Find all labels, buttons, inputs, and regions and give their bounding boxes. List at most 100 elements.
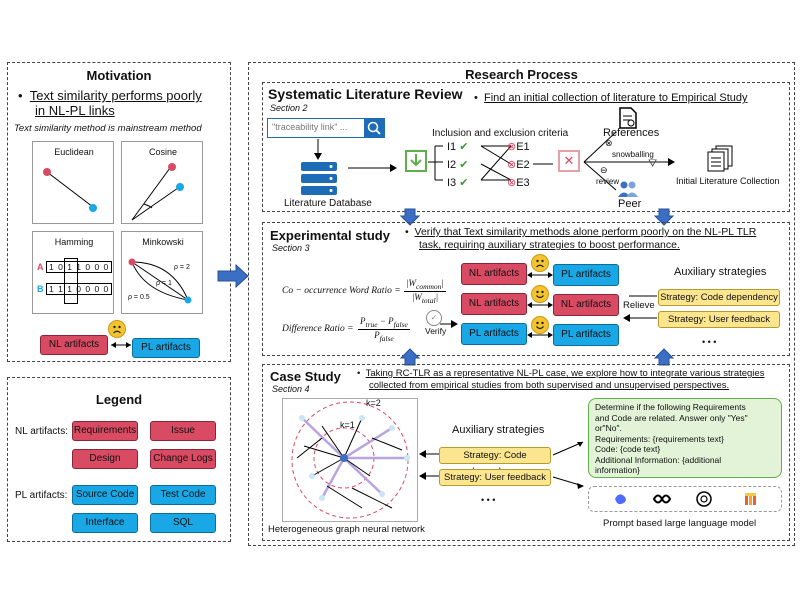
- slr-panel: [262, 82, 790, 212]
- exp-aux-title: Auxiliary strategies: [674, 266, 767, 278]
- exp-strategy-code-dependency: Strategy: Code dependency: [658, 289, 780, 306]
- slr-to-exp-arrow-left: [400, 208, 420, 226]
- exclusion-e3: ⊗E3: [507, 177, 530, 189]
- rho-1: ρ = 1: [156, 280, 172, 287]
- formula1: Co − occurrence Word Ratio =: [282, 286, 401, 296]
- hamming-row-a: A 1 0 1 1 0 0 0: [37, 261, 113, 273]
- relieve-label: Relieve: [623, 300, 655, 311]
- motivation-title: Motivation: [86, 68, 152, 83]
- motivation-pl-box: PL artifacts: [132, 338, 200, 358]
- exp-section: Section 3: [272, 243, 310, 253]
- exp-strategy-user-feedback: Strategy: User feedback: [658, 311, 780, 328]
- prompt-line-1: Determine if the following Requirements: [595, 402, 746, 412]
- snowball-icon: ⊗: [605, 138, 613, 148]
- inclusion-i2: I2 ✔: [447, 159, 469, 171]
- euclidean-plot: [43, 168, 97, 212]
- exp-pair1-right: PL artifacts: [553, 264, 619, 286]
- llm-logos-bar: [588, 486, 782, 512]
- peer-label: Peer: [618, 198, 642, 210]
- legend-source-code: Source Code: [72, 485, 138, 505]
- search-down-arrow: [314, 139, 322, 160]
- llm-caption: Prompt based large language model: [603, 518, 757, 529]
- motivation-double-arrow: [111, 342, 131, 348]
- exp-pair3-right: PL artifacts: [553, 324, 619, 346]
- hetero-graph: [291, 401, 410, 519]
- exclusion-e2: ⊗E2: [507, 159, 530, 171]
- motivation-nl-box: NL artifacts: [40, 335, 108, 355]
- case-section: Section 4: [272, 384, 310, 394]
- formula2-fraction: Ptrue − Pfalse Pfalse: [358, 316, 410, 343]
- legend-change-logs: Change Logs: [150, 449, 216, 469]
- prompt-box: Determine if the following Requirements …: [588, 398, 782, 478]
- research-title: Research Process: [465, 67, 578, 82]
- legend-sql: SQL: [150, 513, 216, 533]
- criteria-label: Inclusion and exclusion criteria: [432, 128, 569, 139]
- verify-icon: ✓: [426, 310, 442, 326]
- exp-title: Experimental study: [270, 228, 390, 243]
- prompt-line-2: and Code are related. Answer only "Yes": [595, 412, 748, 423]
- funnel-icon: ⛛: [648, 158, 658, 170]
- sad-face-icon: [108, 320, 126, 338]
- research-panel: [248, 62, 795, 546]
- legend-pl-label: PL artifacts:: [15, 490, 68, 501]
- happy-face-icon: [531, 285, 549, 303]
- legend-test-code: Test Code: [150, 485, 216, 505]
- prompt-line-5: Code: {code text}: [595, 444, 661, 454]
- case-to-exp-arrow-left: [400, 348, 420, 366]
- case-aux-title: Auxiliary strategies: [452, 424, 545, 436]
- legend-interface: Interface: [72, 513, 138, 533]
- graph-frame: [282, 398, 418, 522]
- references-label: References: [603, 127, 660, 139]
- case-strategy-code-dependency: Strategy: Code dependency: [439, 447, 551, 477]
- hamming-label: Hamming: [54, 237, 94, 247]
- pair-double-arrows: [527, 272, 553, 338]
- cosine-card: Cosine: [121, 141, 203, 224]
- minkowski-plot: [128, 258, 192, 304]
- k1-label: k=1: [340, 420, 355, 430]
- llm-logo-icons: [615, 491, 756, 507]
- db-to-filter-arrow: [348, 164, 397, 172]
- slr-title: Systematic Literature Review: [268, 86, 463, 102]
- sad-face-icon: [531, 254, 549, 272]
- db-label: Literature Database: [284, 198, 372, 209]
- exp-ellipsis: • • •: [702, 337, 717, 347]
- slr-goal: • Find an initial collection of literatu…: [474, 92, 748, 104]
- prompt-line-4: Requirements: {requirements text}: [595, 433, 724, 444]
- case-title: Case Study: [270, 369, 341, 384]
- relieve-arrows: [623, 295, 657, 322]
- legend-title: Legend: [95, 392, 143, 407]
- review-icon: ⊖: [600, 165, 608, 175]
- exp-pair2-left: NL artifacts: [461, 293, 527, 315]
- cosine-label: Cosine: [148, 147, 177, 157]
- formula1-fraction: |Wcommon| |Wtotal|: [404, 278, 446, 305]
- case-ellipsis: • • •: [481, 495, 496, 505]
- rho-2: ρ = 2: [174, 264, 190, 271]
- exp-pair2-right: NL artifacts: [553, 294, 619, 316]
- inclusion-i3: I3 ✔: [447, 177, 469, 189]
- search-placeholder: "traceability link" ...: [272, 122, 348, 132]
- peer-icon: [617, 180, 639, 198]
- review-label: review: [596, 177, 620, 186]
- slr-to-exp-arrow-right: [654, 208, 674, 226]
- collection-icon: [707, 145, 733, 172]
- bullet-line1: Text similarity performs poorly: [29, 88, 202, 103]
- search-input[interactable]: "traceability link" ...: [267, 118, 385, 138]
- minkowski-card: Minkowski ρ = 2 ρ = 1 ρ = 0.5: [121, 231, 203, 314]
- hamming-diff-box: [64, 258, 78, 304]
- legend-nl-label: NL artifacts:: [15, 426, 68, 437]
- search-icon[interactable]: [364, 119, 384, 137]
- formula2: Difference Ratio =: [282, 324, 354, 334]
- prompt-line-3: or"No".: [595, 423, 622, 433]
- legend-panel: [7, 377, 231, 542]
- collection-label: Initial Literature Collection: [676, 176, 780, 186]
- minkowski-label: Minkowski: [142, 237, 184, 247]
- prompt-line-6: Additional Information: {additional: [595, 454, 722, 465]
- snowballing-label: snowballing: [612, 150, 654, 159]
- bullet-line2: in NL-PL links: [35, 103, 115, 118]
- rho-05: ρ = 0.5: [128, 294, 150, 301]
- euclidean-label: Euclidean: [54, 147, 94, 157]
- case-strategy-user-feedback: Strategy: User feedback: [439, 469, 551, 486]
- case-panel: [262, 364, 790, 541]
- prompt-line-7: information}: [595, 465, 640, 475]
- document-icon: [619, 107, 637, 129]
